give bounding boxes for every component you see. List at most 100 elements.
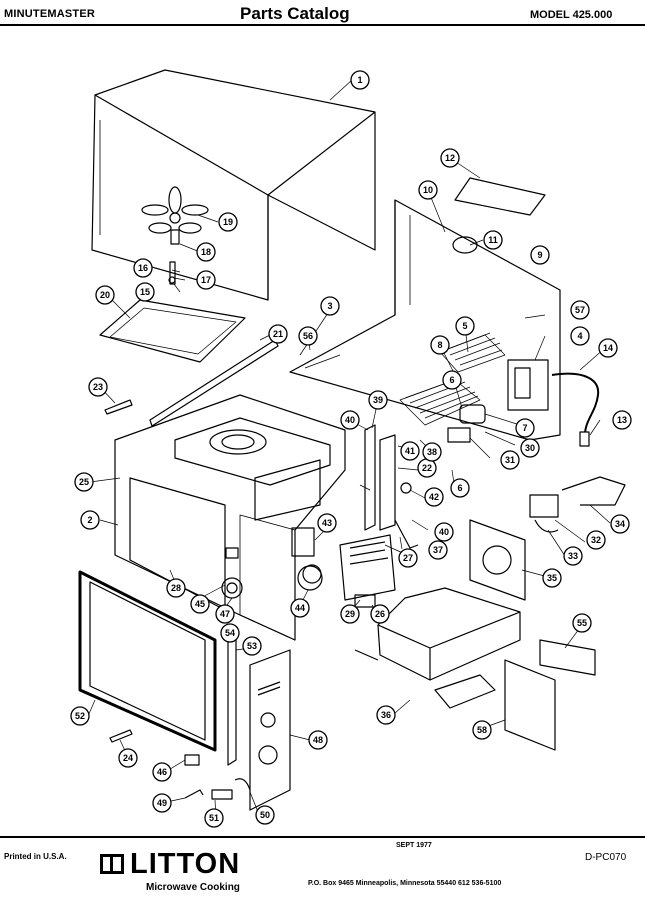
hinge-part xyxy=(104,399,133,415)
callout-21-label: 21 xyxy=(273,329,283,339)
callout-22: 22 xyxy=(417,458,437,478)
callout-1: 1 xyxy=(350,70,370,90)
callout-54: 54 xyxy=(220,623,240,643)
callout-51-label: 51 xyxy=(209,813,219,823)
footer-rule xyxy=(0,836,645,838)
callout-12-label: 12 xyxy=(445,153,455,163)
callout-39: 39 xyxy=(368,390,388,410)
callout-4: 4 xyxy=(570,326,590,346)
callout-10: 10 xyxy=(418,180,438,200)
company-address: P.O. Box 9465 Minneapolis, Minnesota 554… xyxy=(308,880,502,887)
callout-35-label: 35 xyxy=(547,573,557,583)
knob-part xyxy=(184,754,200,766)
callout-28-label: 28 xyxy=(171,583,181,593)
callout-2: 2 xyxy=(80,510,100,530)
spring-part xyxy=(234,778,251,791)
callout-5-label: 5 xyxy=(462,321,467,331)
logo-subtitle: Microwave Cooking xyxy=(146,882,240,893)
callout-22-label: 22 xyxy=(422,463,432,473)
header-rule xyxy=(0,24,645,26)
motor-part xyxy=(297,565,323,591)
callout-6b: 6 xyxy=(450,478,470,498)
callout-31-label: 31 xyxy=(505,455,515,465)
callout-25-label: 25 xyxy=(79,477,89,487)
callout-29-label: 29 xyxy=(345,609,355,619)
terminal-block-part xyxy=(539,639,596,676)
callout-24-label: 24 xyxy=(123,753,133,763)
door-seal-part xyxy=(227,637,237,766)
callout-6b-label: 6 xyxy=(457,483,462,493)
callout-16-label: 16 xyxy=(138,263,148,273)
stirrer-fan-part xyxy=(141,186,209,245)
callout-3: 3 xyxy=(320,296,340,316)
callout-53-label: 53 xyxy=(247,641,257,651)
callout-43-label: 43 xyxy=(322,518,332,528)
callout-27-label: 27 xyxy=(403,553,413,563)
callout-8-label: 8 xyxy=(437,340,442,350)
callout-11: 11 xyxy=(483,230,503,250)
callout-27: 27 xyxy=(398,548,418,568)
callout-57-label: 57 xyxy=(575,305,585,315)
page-title: Parts Catalog xyxy=(240,4,350,23)
callout-26-label: 26 xyxy=(375,609,385,619)
callout-7-label: 7 xyxy=(522,423,527,433)
handle-part xyxy=(109,729,133,743)
callout-58: 58 xyxy=(472,720,492,740)
callout-12: 12 xyxy=(440,148,460,168)
callout-54-label: 54 xyxy=(225,628,235,638)
button-cap-part xyxy=(211,789,233,800)
callout-46-label: 46 xyxy=(157,767,167,777)
callout-25: 25 xyxy=(74,472,94,492)
callout-33: 33 xyxy=(563,546,583,566)
callout-38-label: 38 xyxy=(427,447,437,457)
litton-logo-icon xyxy=(100,854,124,874)
callout-40b-label: 40 xyxy=(439,527,449,537)
callout-32-label: 32 xyxy=(591,535,601,545)
magnetron-part xyxy=(339,534,396,608)
callout-43: 43 xyxy=(317,513,337,533)
callout-47: 47 xyxy=(215,604,235,624)
callout-3-label: 3 xyxy=(327,301,332,311)
callout-47-label: 47 xyxy=(220,609,230,619)
callout-53: 53 xyxy=(242,636,262,656)
callout-50: 50 xyxy=(255,805,275,825)
callout-58-label: 58 xyxy=(477,725,487,735)
callout-28: 28 xyxy=(166,578,186,598)
callout-15: 15 xyxy=(135,282,155,302)
callout-34-label: 34 xyxy=(615,519,625,529)
callout-1-label: 1 xyxy=(357,75,362,85)
callout-17: 17 xyxy=(196,270,216,290)
trim-strip-part xyxy=(149,339,279,427)
callout-4-label: 4 xyxy=(577,331,582,341)
callout-30-label: 30 xyxy=(525,443,535,453)
stirrer-shaft-part xyxy=(168,261,176,285)
callout-37: 37 xyxy=(428,540,448,560)
callout-14-label: 14 xyxy=(603,343,613,353)
callout-50-label: 50 xyxy=(260,810,270,820)
callout-10-label: 10 xyxy=(423,185,433,195)
outer-cabinet-part xyxy=(91,69,376,301)
fan-motor-part xyxy=(529,476,626,533)
callout-13-label: 13 xyxy=(617,415,627,425)
callout-5: 5 xyxy=(455,316,475,336)
publication-date: SEPT 1977 xyxy=(396,842,432,849)
callout-2-label: 2 xyxy=(87,515,92,525)
callout-48: 48 xyxy=(308,730,328,750)
callout-57: 57 xyxy=(570,300,590,320)
callout-15-label: 15 xyxy=(140,287,150,297)
callout-49-label: 49 xyxy=(157,798,167,808)
heat-sink-part xyxy=(399,332,506,426)
power-cord-part xyxy=(551,372,600,436)
callout-24: 24 xyxy=(118,748,138,768)
callout-42: 42 xyxy=(424,487,444,507)
callout-49: 49 xyxy=(152,793,172,813)
callout-40: 40 xyxy=(340,410,360,430)
callout-7: 7 xyxy=(515,418,535,438)
callout-39-label: 39 xyxy=(373,395,383,405)
callout-45-label: 45 xyxy=(195,599,205,609)
callout-8: 8 xyxy=(430,335,450,355)
callout-18-label: 18 xyxy=(201,247,211,257)
callout-35: 35 xyxy=(542,568,562,588)
model-number: MODEL 425.000 xyxy=(530,9,613,21)
callout-26: 26 xyxy=(370,604,390,624)
